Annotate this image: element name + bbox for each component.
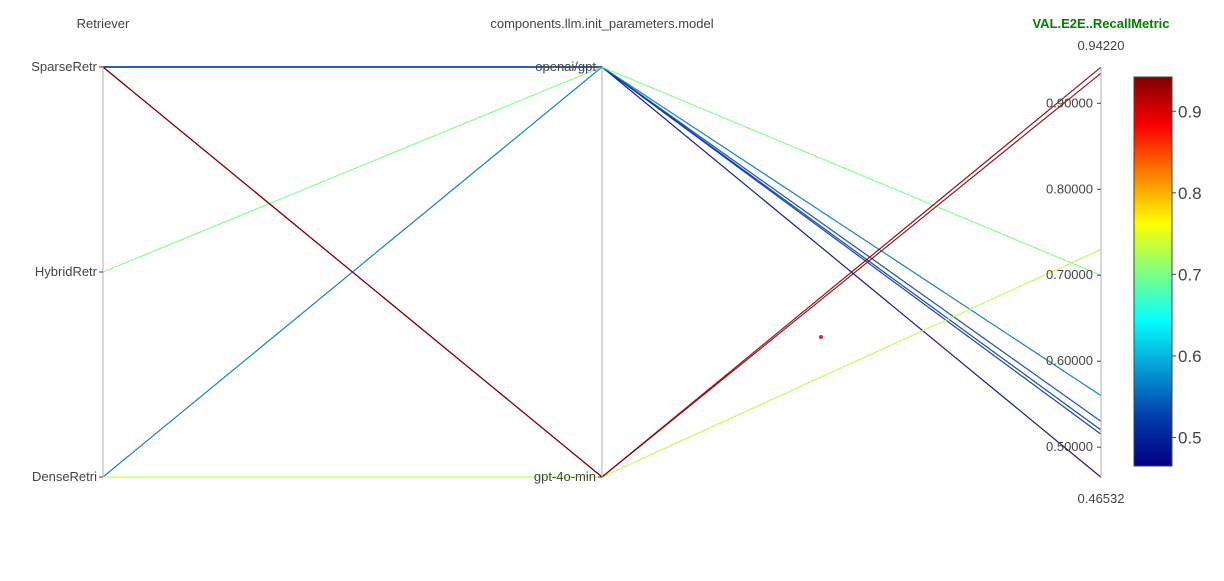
axis-title: Retriever xyxy=(77,16,130,31)
colorbar-tick-label: 0.9 xyxy=(1178,102,1202,121)
tick-label: 0.80000 xyxy=(1046,181,1093,196)
axis-title: VAL.E2E..RecallMetric xyxy=(1032,16,1169,31)
axis-title: components.llm.init_parameters.model xyxy=(490,16,713,31)
range-max-label: 0.94220 xyxy=(1078,38,1125,53)
range-min-label: 0.46532 xyxy=(1078,491,1125,506)
stray-point-marker xyxy=(819,335,823,339)
colorbar-tick-label: 0.6 xyxy=(1178,347,1202,366)
colorbar-tick-label: 0.8 xyxy=(1178,184,1202,203)
tick-label: SparseRetr xyxy=(31,59,97,74)
tick-label: 0.50000 xyxy=(1046,439,1093,454)
tick-label: gpt-4o-min xyxy=(534,469,596,484)
colorbar-gradient xyxy=(1133,76,1173,467)
tick-label: 0.70000 xyxy=(1046,267,1093,282)
colorbar-tick-label: 0.5 xyxy=(1178,428,1202,447)
tick-label: HybridRetr xyxy=(35,264,98,279)
tick-label: openai/gpt xyxy=(535,59,596,74)
tick-label: DenseRetri xyxy=(32,469,97,484)
tick-label: 0.60000 xyxy=(1046,353,1093,368)
colorbar: 0.5 0.6 0.7 0.8 0.9 xyxy=(1133,76,1202,467)
colorbar-tick-label: 0.7 xyxy=(1178,265,1202,284)
tick-label: 0.90000 xyxy=(1046,95,1093,110)
